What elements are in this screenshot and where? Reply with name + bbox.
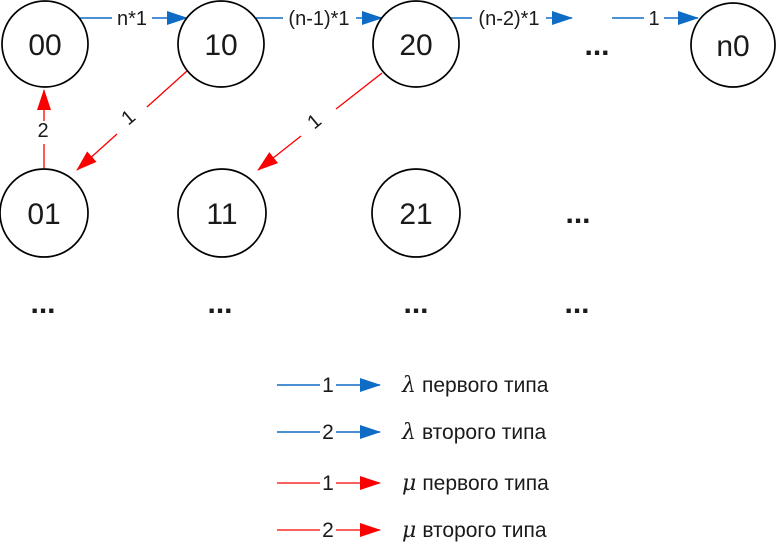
node-label: 10 (204, 29, 237, 62)
transition-rate-label: 1 (117, 106, 140, 130)
legend-number: 1 (322, 472, 334, 495)
edge-line (335, 72, 383, 110)
dots-row3-col1: ... (30, 287, 55, 320)
legend-number: 2 (322, 421, 334, 444)
dots-row1: ... (584, 29, 609, 62)
state-node-21: 21 (371, 168, 461, 258)
legend-item-mu-second: 2 μ второго типа (277, 518, 547, 543)
greek-letter: μ (402, 471, 416, 496)
node-circle (690, 2, 776, 88)
transition-rate-label: 1 (648, 8, 659, 30)
transition-rate-label: n*1 (117, 8, 147, 30)
legend-item-lambda-second: 2 λ второго типа (277, 420, 547, 445)
state-node-n0: n0 (690, 2, 776, 88)
legend-number: 2 (322, 519, 334, 542)
edge-20-to-11: 1 (257, 72, 383, 171)
node-circle (371, 168, 461, 258)
dots-row3-col2: ... (207, 287, 232, 320)
node-circle (1, 0, 89, 88)
state-node-00: 00 (1, 0, 89, 88)
transition-rate-label: 2 (37, 120, 48, 142)
edge-line-arrowhead (257, 135, 302, 171)
edge-00-to-10: n*1 (80, 8, 188, 30)
state-node-20: 20 (372, 0, 460, 88)
node-label: 01 (27, 198, 60, 231)
node-label: 20 (399, 29, 432, 62)
node-circle (177, 168, 267, 258)
state-node-11: 11 (177, 168, 267, 258)
greek-letter: λ (401, 420, 416, 445)
legend-label: λ первого типа (401, 373, 549, 398)
legend-label-text: второго типа (422, 519, 547, 542)
legend-label: μ первого типа (402, 471, 549, 496)
edge-dots-to-n0: 1 (612, 8, 699, 30)
node-circle (0, 168, 89, 258)
greek-letter: μ (402, 518, 416, 543)
continuation-dots: ... ... ... ... ... ... (30, 29, 609, 320)
legend-item-mu-first: 1 μ первого типа (277, 471, 549, 496)
state-node-01: 01 (0, 168, 89, 258)
legend-item-lambda-first: 1 λ первого типа (277, 373, 549, 398)
transition-rate-label: 1 (303, 110, 326, 134)
edge-10-to-20: (n-1)*1 (255, 8, 383, 30)
node-label: 11 (206, 198, 237, 231)
dots-row3-col4: ... (564, 287, 589, 320)
legend-label-text: первого типа (422, 472, 549, 495)
greek-letter: λ (401, 373, 416, 398)
state-nodes: 00 10 20 n0 01 11 21 (0, 0, 776, 258)
edge-20-to-dots: (n-2)*1 (450, 8, 573, 30)
legend-label: μ второго типа (402, 518, 547, 543)
node-circle (372, 0, 460, 88)
node-label: 00 (28, 29, 61, 62)
node-label: 21 (399, 198, 432, 231)
legend-label: λ второго типа (401, 420, 547, 445)
dots-row3-col3: ... (403, 287, 428, 320)
edge-10-to-01: 1 (76, 70, 188, 171)
transition-rate-label: (n-2)*1 (478, 8, 539, 30)
state-node-10: 10 (177, 0, 265, 88)
node-label: n0 (716, 30, 749, 63)
edge-line (146, 70, 188, 108)
transition-rate-label: (n-1)*1 (288, 8, 349, 30)
dots-row2: ... (565, 197, 590, 230)
node-circle (177, 0, 265, 88)
edge-01-to-00: 2 (37, 89, 51, 168)
edge-line-arrowhead (76, 133, 118, 171)
legend-number: 1 (322, 374, 334, 397)
legend-label-text: второго типа (422, 421, 547, 444)
legend-label-text: первого типа (422, 374, 549, 397)
